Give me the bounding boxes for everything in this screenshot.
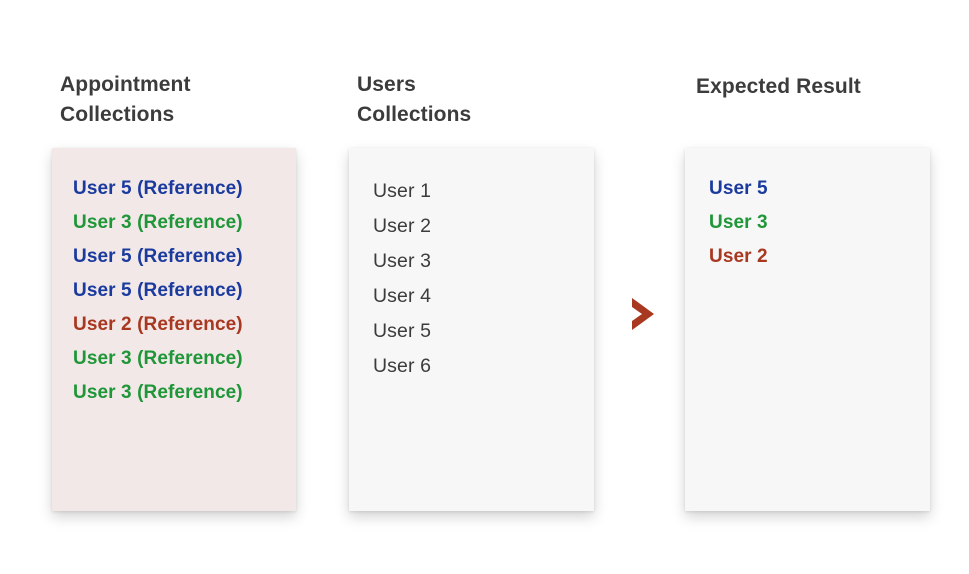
list-item: User 5 (Reference) [73, 246, 243, 267]
list-item: User 2 [373, 215, 432, 237]
list-item: User 5 [709, 178, 768, 199]
list-item: User 3 [373, 250, 432, 272]
chevron-right-icon [622, 286, 666, 342]
list-item: User 3 (Reference) [73, 348, 243, 369]
list-item: User 3 [709, 212, 768, 233]
list-item: User 2 (Reference) [73, 314, 243, 335]
list-item: User 5 [373, 320, 432, 342]
card-appointment-collections: User 5 (Reference) User 3 (Reference) Us… [52, 148, 296, 511]
list-item: User 5 (Reference) [73, 178, 243, 199]
list-appointment-references: User 5 (Reference) User 3 (Reference) Us… [73, 172, 290, 410]
list-item: User 2 [709, 246, 768, 267]
card-expected-result: User 5 User 3 User 2 [685, 148, 930, 511]
list-item: User 4 [373, 285, 432, 307]
list-users: User 1 User 2 User 3 User 4 User 5 User … [373, 174, 588, 384]
column-heading-expected-result: Expected Result [696, 75, 861, 98]
list-item: User 1 [373, 180, 432, 202]
list-expected-result: User 5 User 3 User 2 [709, 172, 924, 274]
column-heading-users-collections: Users Collections [357, 73, 472, 126]
column-heading-appointment-collections: Appointment Collections [60, 73, 191, 126]
list-item: User 5 (Reference) [73, 280, 243, 301]
list-item: User 6 [373, 355, 432, 377]
card-users-collections: User 1 User 2 User 3 User 4 User 5 User … [349, 148, 594, 511]
list-item: User 3 (Reference) [73, 212, 243, 233]
list-item: User 3 (Reference) [73, 382, 243, 403]
